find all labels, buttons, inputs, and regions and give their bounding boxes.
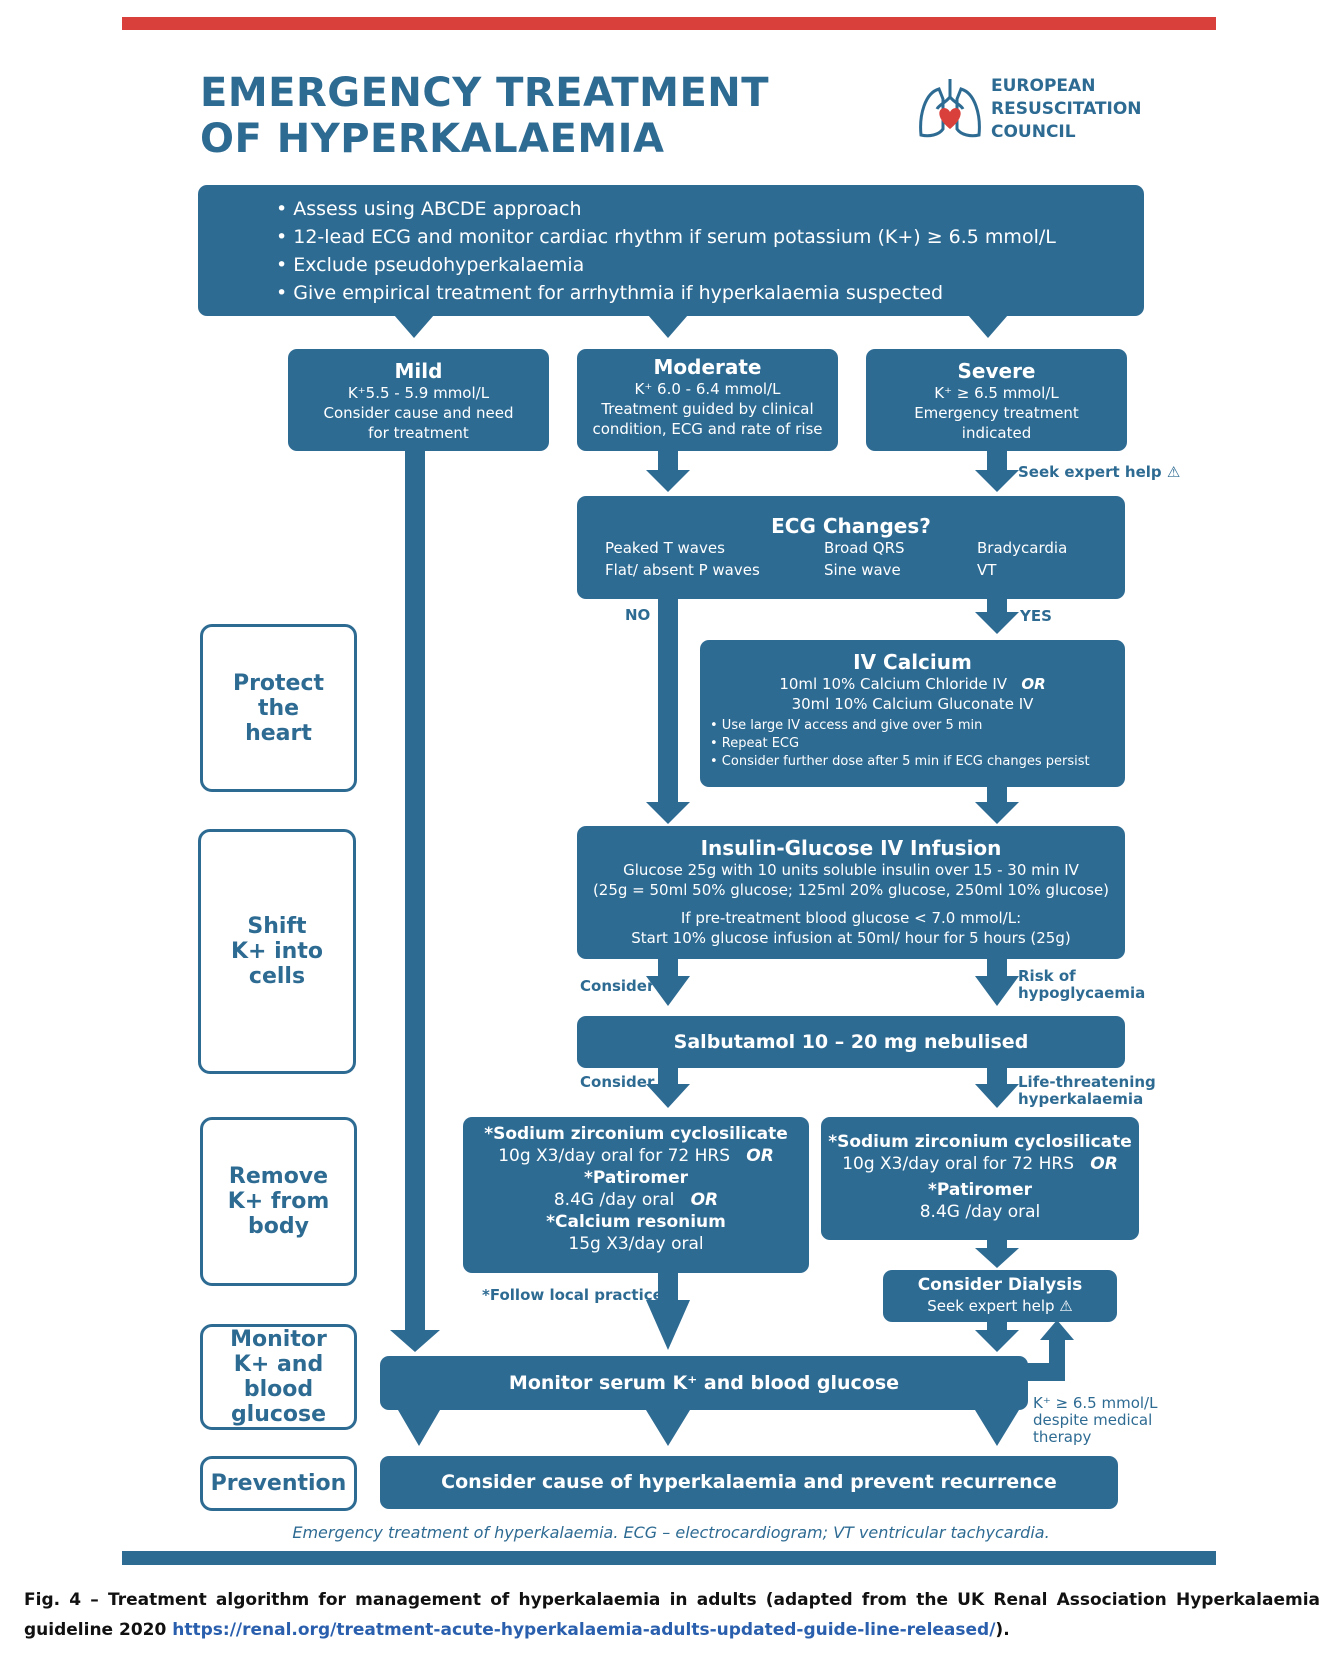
ecg-col-1: Peaked T waves Flat/ absent P waves	[605, 539, 760, 579]
monitor-box: Monitor serum K⁺ and blood glucose	[380, 1356, 1028, 1410]
assess-item: • Assess using ABCDE approach	[276, 198, 582, 220]
top-red-bar	[122, 17, 1216, 30]
arrow-monitor-prevent-1	[398, 1410, 440, 1446]
side-protect-heart: Protect the heart	[200, 624, 357, 792]
arrow-no-insulin	[646, 802, 690, 824]
assess-item: • Exclude pseudohyperkalaemia	[276, 254, 585, 276]
mild-box: Mild K⁺5.5 - 5.9 mmol/L Consider cause a…	[288, 349, 549, 451]
prevention-box: Consider cause of hyperkalaemia and prev…	[380, 1456, 1118, 1509]
arrow-salbutamol-remove-left	[646, 1084, 690, 1108]
side-remove-k: Remove K+ from body	[200, 1117, 357, 1286]
arrow-remove-dialysis	[975, 1248, 1019, 1268]
arrow-assess-mild	[394, 315, 434, 338]
moderate-box: Moderate K⁺ 6.0 - 6.4 mmol/L Treatment g…	[577, 349, 838, 451]
iv-calcium-bullets: • Use large IV access and give over 5 mi…	[710, 718, 1090, 769]
warning-icon: ⚠	[1059, 1297, 1073, 1315]
consider-label-1: Consider	[580, 977, 655, 995]
diagram-caption: Emergency treatment of hyperkalaemia. EC…	[292, 1523, 1050, 1542]
side-prevention: Prevention	[200, 1456, 357, 1511]
side-shift-k: Shift K+ into cells	[198, 829, 356, 1074]
figure-caption-link[interactable]: https://renal.org/treatment-acute-hyperk…	[172, 1620, 996, 1640]
arrow-monitor-dialysis	[1040, 1320, 1074, 1340]
arrow-monitor-prevent-2	[646, 1410, 690, 1446]
life-threatening-label: Life-threatening hyperkalaemia	[1018, 1073, 1156, 1108]
arrow-calcium-insulin	[975, 802, 1019, 824]
erc-logo: EUROPEAN RESUSCITATION COUNCIL	[915, 75, 1165, 145]
arrow-yes-calcium	[975, 612, 1019, 634]
arrow-assess-moderate	[648, 315, 688, 338]
iv-calcium-box: IV Calcium 10ml 10% Calcium Chloride IV …	[700, 640, 1125, 787]
arrow-insulin-salbutamol-left	[646, 976, 690, 1006]
severe-box: Severe K⁺ ≥ 6.5 mmol/L Emergency treatme…	[866, 349, 1127, 451]
arrow-severe-ecg	[975, 470, 1019, 492]
no-label: NO	[625, 606, 651, 624]
ecg-col-3: Bradycardia VT	[977, 539, 1068, 579]
risk-hypoglycaemia-label: Risk of hypoglycaemia	[1018, 967, 1146, 1002]
severe-title: Severe	[957, 359, 1036, 383]
logo-line-1: EUROPEAN	[991, 76, 1096, 96]
arrow-remove-monitor	[646, 1300, 690, 1350]
lungs-heart-icon	[919, 79, 981, 138]
remove-k-right-box: *Sodium zirconium cyclosilicate 10g X3/d…	[821, 1117, 1139, 1240]
figure-caption: Fig. 4 – Treatment algorithm for managem…	[24, 1590, 1320, 1640]
iv-calcium-title: IV Calcium	[853, 650, 972, 674]
yes-label: YES	[1020, 607, 1052, 625]
remove-k-left-box: *Sodium zirconium cyclosilicate 10g X3/d…	[463, 1117, 809, 1273]
consider-dialysis-box: Consider Dialysis Seek expert help ⚠	[883, 1270, 1117, 1322]
ecg-col-2: Broad QRS Sine wave	[824, 539, 905, 579]
arrow-mild-monitor	[390, 1330, 440, 1352]
seek-expert-label: Seek expert help ⚠	[1018, 463, 1181, 481]
page-title: EMERGENCY TREATMENT OF HYPERKALAEMIA	[200, 70, 770, 162]
mild-title: Mild	[394, 359, 443, 383]
salbutamol-box: Salbutamol 10 – 20 mg nebulised	[577, 1016, 1125, 1068]
arrow-insulin-salbutamol-right	[975, 976, 1019, 1006]
side-monitor-k: Monitor K+ and blood glucose	[200, 1324, 357, 1430]
bottom-blue-bar	[122, 1551, 1216, 1565]
assess-item: • Give empirical treatment for arrhythmi…	[276, 282, 944, 304]
ecg-title: ECG Changes?	[771, 514, 931, 538]
insulin-title: Insulin-Glucose IV Infusion	[700, 836, 1002, 860]
arrow-moderate-ecg	[646, 470, 690, 492]
despite-therapy-label: K⁺ ≥ 6.5 mmol/L despite medical therapy	[1033, 1394, 1158, 1446]
follow-local-practice-label: *Follow local practice	[482, 1286, 663, 1304]
moderate-title: Moderate	[653, 355, 762, 379]
arrow-salbutamol-remove-right	[975, 1084, 1019, 1108]
consider-label-2: Consider	[580, 1073, 655, 1091]
insulin-glucose-box: Insulin-Glucose IV Infusion Glucose 25g …	[577, 826, 1125, 959]
logo-line-2: RESUSCITATION	[991, 99, 1142, 119]
assess-box: • Assess using ABCDE approach • 12-lead …	[198, 185, 1144, 316]
arrow-monitor-prevent-3	[975, 1410, 1019, 1446]
arrow-dialysis-monitor	[975, 1330, 1019, 1352]
assess-item: • 12-lead ECG and monitor cardiac rhythm…	[276, 226, 1056, 248]
logo-line-3: COUNCIL	[991, 122, 1076, 142]
warning-icon: ⚠	[1166, 463, 1181, 481]
arrow-assess-severe	[968, 315, 1008, 338]
ecg-box: ECG Changes? Peaked T waves Flat/ absent…	[577, 496, 1125, 599]
